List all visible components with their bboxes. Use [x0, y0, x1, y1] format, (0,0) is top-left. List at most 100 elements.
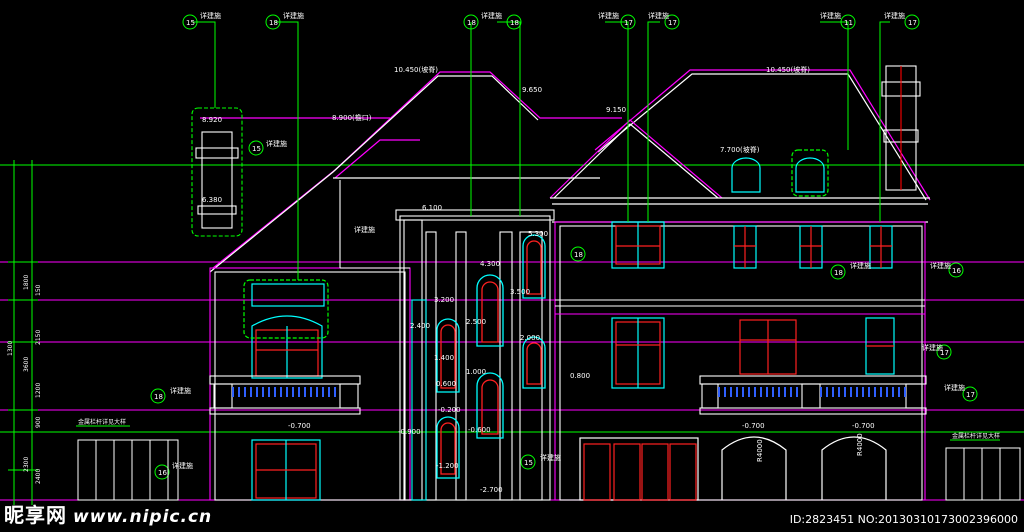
callout-4-num: 18	[510, 19, 519, 27]
callout-leaders	[192, 21, 890, 280]
watermark-brand-name: 昵享网	[4, 503, 67, 527]
elev-tower-c: 3.500	[510, 288, 530, 296]
elev-chimney-top: 8.920	[202, 116, 222, 124]
dim-150: 150	[35, 284, 42, 296]
callout-2-num: 18	[269, 19, 278, 27]
callout-5-num: 17	[624, 19, 633, 27]
elev-tower-f: 2.400	[410, 322, 430, 330]
dim-2150: 2150	[35, 330, 42, 345]
arched-windows	[436, 234, 546, 479]
dim-3600: 3600	[23, 357, 30, 372]
watermark-id: ID:2823451 NO:20130310173002396000	[789, 513, 1018, 526]
callout-6: 17 详建施	[648, 11, 680, 30]
note-right: 金属栏杆详见大样	[952, 432, 1000, 440]
elev-bal-right: 0.800	[570, 372, 590, 380]
balconies	[209, 375, 927, 415]
wall-outlines	[209, 180, 926, 501]
callout-3-label: 详建施	[481, 11, 502, 20]
dim-2300: 2300	[23, 457, 30, 472]
elev-tower-a: 5.300	[528, 230, 548, 238]
callout-7-label: 详建施	[820, 11, 841, 20]
callout-8-num: 17	[908, 19, 917, 27]
elev-garage-l: -0.700	[742, 422, 765, 430]
chimneys	[191, 65, 921, 237]
elev-ridge-right: 9.150	[606, 106, 626, 114]
side-callout-5-num: 18	[834, 269, 843, 277]
side-callout-7-label: 详建施	[922, 343, 943, 352]
tower	[395, 209, 555, 501]
callout-1-label: 详建施	[200, 11, 221, 20]
elev-tower-l: -0.600	[468, 426, 491, 434]
side-callout-6-label: 详建施	[930, 261, 951, 270]
fences	[77, 439, 1021, 501]
elev-ridge-mid: 9.650	[522, 86, 542, 94]
top-callouts: 15 详建施 18 详建施 18 详建施 18 17 详建施 17 详建施	[182, 11, 920, 30]
side-callout-4-label: 详建施	[540, 453, 561, 462]
arch-right-radius: R4000	[856, 433, 864, 456]
side-callout-2-num: 16	[158, 469, 167, 477]
elev-tower-d: 3.200	[434, 296, 454, 304]
watermark-brand: 昵享网 www.nipic.cn	[4, 499, 212, 528]
callout-6-label: 详建施	[648, 11, 669, 20]
elev-tower-m: -0.900	[398, 428, 421, 436]
callout-5: 17 详建施	[598, 11, 636, 30]
elev-tower-b: 4.300	[480, 260, 500, 268]
elev-tower-k: -0.200	[438, 406, 461, 414]
notes: 金属栏杆详见大样 金属栏杆详见大样	[76, 418, 1000, 441]
chimney-callout-num: 15	[252, 145, 261, 153]
callout-8-label: 详建施	[884, 11, 905, 20]
elev-roof-left: 10.450(坡脊)	[394, 65, 438, 74]
callout-3-num: 18	[467, 19, 476, 27]
callout-2-label: 详建施	[283, 11, 304, 20]
elev-tower-h: 1.400	[434, 354, 454, 362]
left-dimensions	[8, 160, 38, 505]
elev-dormer: 7.700(坡脊)	[720, 145, 760, 154]
elev-tower-i: 1.000	[466, 368, 486, 376]
arch-left-radius: R4000	[756, 439, 764, 462]
elev-tower-e: 2.500	[466, 318, 486, 326]
elev-tower-j: 0.600	[436, 380, 456, 388]
callout-3: 18 详建施	[463, 11, 502, 30]
side-callout-4-num: 15	[524, 459, 533, 467]
elev-cornice: 6.100	[422, 204, 442, 212]
side-callouts: 15 详建施 18 详建施 16 详建施 18 详建施 15 详建施 18 详建…	[150, 139, 978, 480]
side-callout-5-label: 详建施	[850, 261, 871, 270]
elev-tower-n: -1.200	[436, 462, 459, 470]
side-callout-3-label: 详建施	[354, 225, 375, 234]
roof-outlines	[200, 69, 931, 273]
side-callout-6-num: 16	[952, 267, 961, 275]
callout-1: 15 详建施	[182, 11, 221, 30]
side-callout-7-num: 17	[940, 349, 949, 357]
callout-5-label: 详建施	[598, 11, 619, 20]
callout-4: 18	[506, 14, 522, 30]
watermark-url: www.nipic.cn	[73, 507, 213, 527]
side-callout-8-num: 17	[966, 391, 975, 399]
callout-7: 11 详建施	[820, 11, 856, 30]
side-callout-1-num: 18	[154, 393, 163, 401]
side-callout-3-num: 18	[574, 251, 583, 259]
side-callout-8-label: 详建施	[944, 383, 965, 392]
elev-eave-left: 8.900(檐口)	[332, 113, 372, 122]
callout-6-num: 17	[668, 19, 677, 27]
elev-ground: -2.700	[480, 486, 503, 494]
elev-chimney-low: 6.380	[202, 196, 222, 204]
dim-1800: 1800	[23, 275, 30, 290]
dim-1300: 1300	[7, 341, 14, 356]
elev-bal-left: -0.700	[288, 422, 311, 430]
rect-windows	[243, 149, 895, 501]
side-callout-2-label: 详建施	[172, 461, 193, 470]
elev-roof-right: 10.450(坡脊)	[766, 65, 810, 74]
chimney-callout-label: 详建施	[266, 139, 287, 148]
dim-2400: 2400	[35, 469, 42, 484]
side-callout-1-label: 详建施	[170, 386, 191, 395]
dim-900: 900	[35, 416, 42, 428]
callout-2: 18 详建施	[265, 11, 304, 30]
dim-1200: 1200	[35, 383, 42, 398]
callout-1-num: 15	[186, 19, 195, 27]
elev-tower-g: 2.000	[520, 334, 540, 342]
callout-7-num: 11	[844, 19, 853, 27]
elev-garage-r: -0.700	[852, 422, 875, 430]
elevation-labels: 10.450(坡脊) 10.450(坡脊) 9.650 9.150 8.900(…	[202, 65, 875, 494]
